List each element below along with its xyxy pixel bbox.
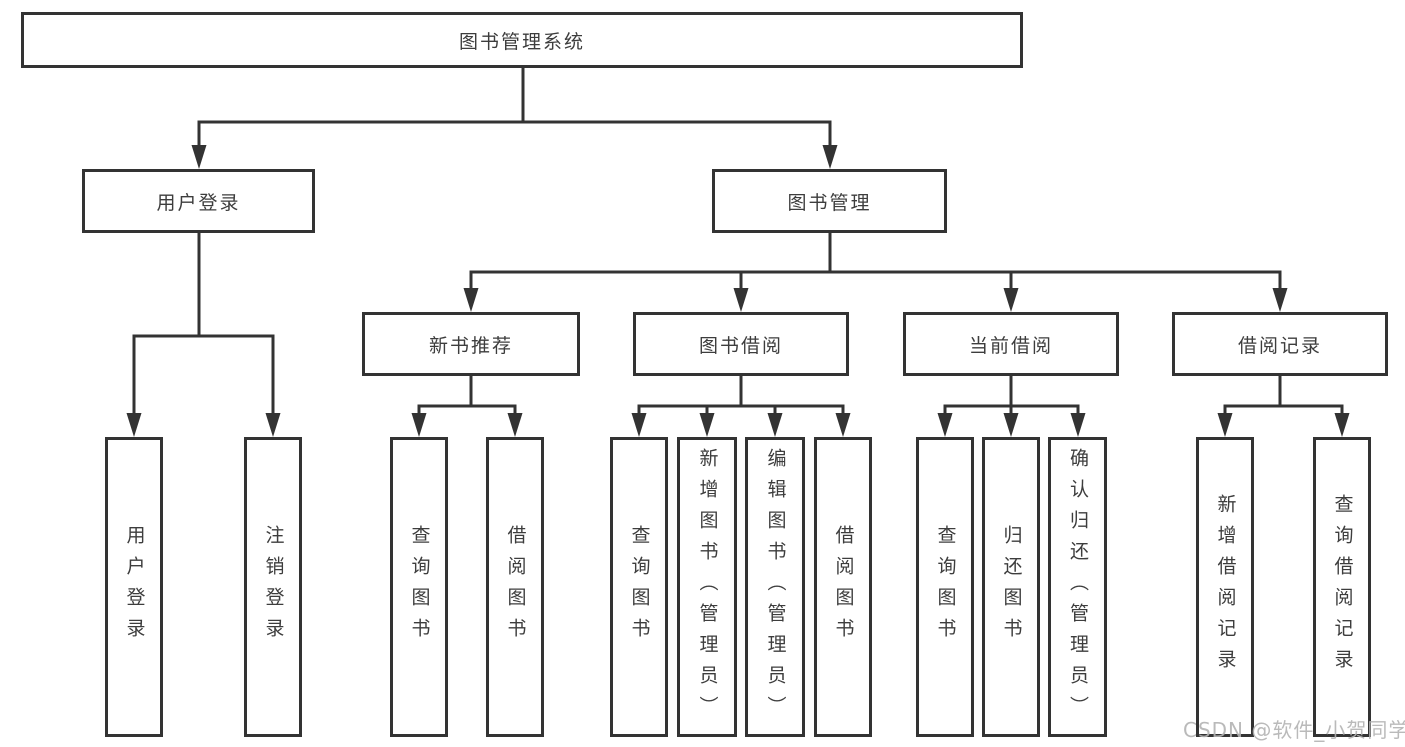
node-label: 查询借阅记录 (1331, 494, 1354, 680)
node-label: 新增图书（管理员） (696, 447, 719, 727)
node-label: 借阅图书 (832, 525, 855, 649)
leaf-user-login: 用户登录 (105, 437, 163, 737)
connector-newbook-to-leaves (417, 376, 517, 417)
node-current-borrowing: 当前借阅 (903, 312, 1119, 376)
leaf-query-borrow-record: 查询借阅记录 (1313, 437, 1371, 737)
connector-borrow-to-leaves (637, 376, 845, 417)
leaf-query-books-borrowing: 查询图书 (610, 437, 668, 737)
node-label: 用户登录 (123, 525, 146, 649)
connector-userlogin-to-leaves (132, 233, 275, 417)
node-label: 新增借阅记录 (1214, 494, 1237, 680)
node-book-management: 图书管理 (712, 169, 947, 233)
leaf-add-books-admin: 新增图书（管理员） (677, 437, 737, 737)
leaf-add-borrow-record: 新增借阅记录 (1196, 437, 1254, 737)
node-label: 编辑图书（管理员） (764, 447, 787, 727)
node-label: 用户登录 (156, 191, 241, 214)
connector-records-to-leaves (1223, 376, 1344, 417)
node-label: 借阅图书 (504, 525, 527, 649)
leaf-query-books-current: 查询图书 (916, 437, 974, 737)
connector-root-to-level2 (197, 68, 832, 149)
node-label: 图书借阅 (698, 334, 783, 357)
node-user-login: 用户登录 (82, 169, 315, 233)
node-label: 图书管理系统 (458, 30, 585, 53)
node-label: 查询图书 (628, 525, 651, 649)
leaf-return-books: 归还图书 (982, 437, 1040, 737)
connector-current-to-leaves (943, 376, 1080, 417)
leaf-query-books-recommend: 查询图书 (390, 437, 448, 737)
leaf-borrow-books-recommend: 借阅图书 (486, 437, 544, 737)
node-label: 确认归还（管理员） (1067, 447, 1089, 727)
csdn-watermark: CSDN @软件_小贺同学 (1183, 718, 1405, 742)
node-root-system: 图书管理系统 (21, 12, 1023, 68)
leaf-borrow-books-borrowing: 借阅图书 (814, 437, 872, 737)
node-borrowing-records: 借阅记录 (1172, 312, 1388, 376)
connector-bookmgmt-to-level3 (469, 233, 1282, 292)
leaf-logout: 注销登录 (244, 437, 302, 737)
node-label: 借阅记录 (1237, 334, 1322, 357)
node-label: 当前借阅 (968, 334, 1053, 357)
node-label: 查询图书 (408, 525, 431, 649)
node-label: 新书推荐 (428, 334, 513, 357)
node-new-book-recommend: 新书推荐 (362, 312, 580, 376)
leaf-confirm-return-admin: 确认归还（管理员） (1048, 437, 1107, 737)
leaf-edit-books-admin: 编辑图书（管理员） (745, 437, 805, 737)
node-label: 归还图书 (1000, 525, 1023, 649)
node-label: 注销登录 (262, 525, 285, 649)
node-label: 查询图书 (934, 525, 957, 649)
node-label: 图书管理 (787, 191, 872, 214)
node-book-borrowing: 图书借阅 (633, 312, 849, 376)
